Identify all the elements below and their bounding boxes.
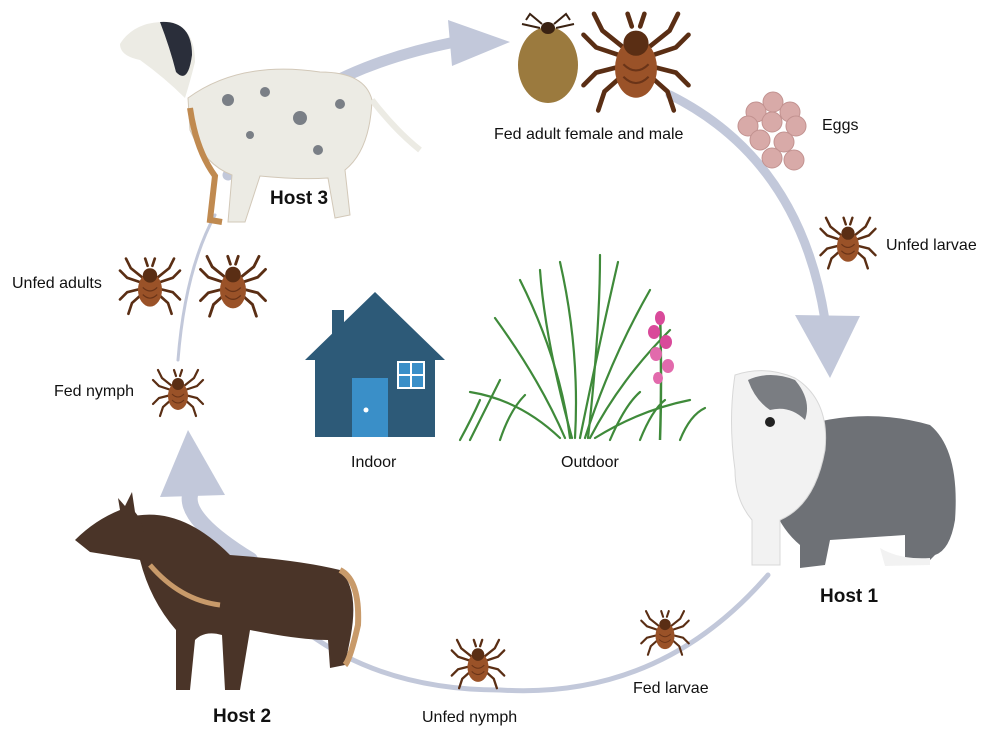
label-unfed-adults: Unfed adults (12, 276, 102, 292)
host1-dog-illustration (732, 371, 956, 568)
unfed-nymph-tick-icon (452, 640, 505, 688)
label-host3: Host 3 (270, 189, 328, 208)
label-unfed-nymph: Unfed nymph (422, 710, 517, 726)
label-fed-nymph: Fed nymph (54, 384, 134, 400)
arrowhead-left (160, 430, 225, 497)
label-host1: Host 1 (820, 587, 878, 606)
arrowhead-right (795, 315, 860, 378)
unfed-adult-tick-icon-2 (201, 256, 266, 316)
fed-nymph-tick-icon (153, 370, 203, 416)
label-fed-adult: Fed adult female and male (494, 127, 683, 143)
unfed-larvae-tick-icon (821, 218, 876, 269)
label-fed-larvae: Fed larvae (633, 681, 709, 697)
arrow-fed-nymph-to-host3 (178, 215, 215, 360)
fed-adult-ticks (518, 14, 689, 111)
label-eggs: Eggs (822, 118, 858, 134)
fed-female-tick-icon (518, 14, 578, 103)
label-host2: Host 2 (213, 707, 271, 726)
host2-dog-illustration (75, 492, 358, 690)
label-unfed-larvae: Unfed larvae (886, 238, 977, 254)
indoor-house-icon (305, 292, 445, 437)
unfed-adult-tick-icon-1 (120, 259, 180, 314)
arrowhead-top (448, 20, 510, 66)
label-indoor: Indoor (351, 455, 396, 471)
label-outdoor: Outdoor (561, 455, 619, 471)
